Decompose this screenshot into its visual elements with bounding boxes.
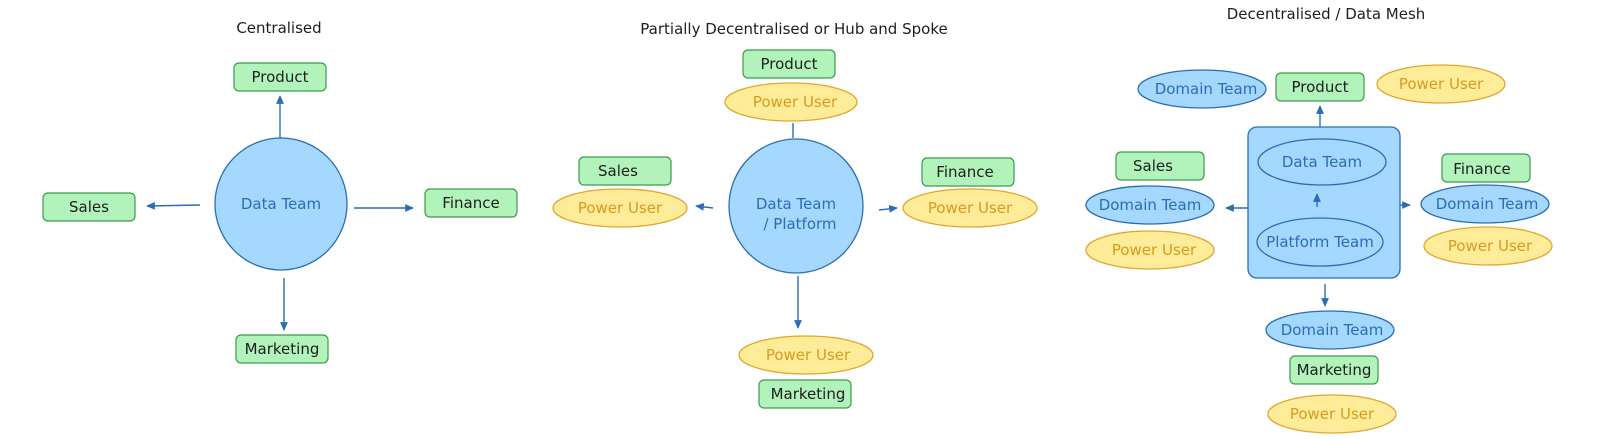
domain-team-sales[interactable]: Domain Team xyxy=(1085,185,1215,225)
power-user-finance[interactable]: Power User xyxy=(1423,226,1553,266)
center-node-data-team-platform[interactable]: Data Team / Platform xyxy=(728,138,864,274)
node-label: Power User xyxy=(928,199,1013,217)
node-label-line-2: / Platform xyxy=(763,215,836,233)
node-label: Finance xyxy=(936,163,993,181)
department-finance[interactable]: Finance xyxy=(1441,153,1531,183)
domain-team-finance[interactable]: Domain Team xyxy=(1420,184,1550,224)
node-label: Power User xyxy=(1290,405,1375,423)
node-label: Data Team xyxy=(1282,153,1362,171)
node-label: Data Team xyxy=(241,195,321,213)
diagram-centralised: Centralised Data Team Product Sales Fina… xyxy=(42,19,518,364)
node-label: Domain Team xyxy=(1436,195,1539,213)
node-label: Marketing xyxy=(1297,361,1372,379)
node-label: Sales xyxy=(598,162,638,180)
center-node-data-team[interactable]: Data Team xyxy=(214,137,348,271)
power-user-marketing[interactable]: Power User xyxy=(738,335,874,375)
department-product[interactable]: Product xyxy=(233,62,327,92)
diagram-data-mesh: Decentralised / Data Mesh Data Team Plat… xyxy=(1085,5,1553,434)
node-label: Domain Team xyxy=(1281,321,1384,339)
power-user-marketing[interactable]: Power User xyxy=(1267,394,1397,434)
power-user-product[interactable]: Power User xyxy=(724,82,858,122)
department-sales[interactable]: Sales xyxy=(1115,151,1205,181)
inner-node-platform-team[interactable]: Platform Team xyxy=(1256,217,1384,267)
node-label: Power User xyxy=(1112,241,1197,259)
diagram-title: Partially Decentralised or Hub and Spoke xyxy=(640,20,947,38)
node-label: Domain Team xyxy=(1155,80,1258,98)
arrow-to-finance xyxy=(878,204,898,213)
node-label: Power User xyxy=(766,346,851,364)
power-user-finance[interactable]: Power User xyxy=(902,188,1038,228)
diagram-hub-and-spoke: Partially Decentralised or Hub and Spoke… xyxy=(552,20,1038,409)
department-sales[interactable]: Sales xyxy=(42,192,136,222)
node-label: Sales xyxy=(69,198,109,216)
department-finance[interactable]: Finance xyxy=(921,157,1015,187)
node-label: Marketing xyxy=(245,340,320,358)
node-label: Product xyxy=(1292,78,1349,96)
node-label: Finance xyxy=(1453,160,1510,178)
node-label: Power User xyxy=(1399,75,1484,93)
power-user-sales[interactable]: Power User xyxy=(552,188,688,228)
node-label: Marketing xyxy=(771,385,846,403)
department-marketing[interactable]: Marketing xyxy=(758,379,852,409)
department-product[interactable]: Product xyxy=(1275,72,1365,102)
node-label-line-1: Data Team xyxy=(756,195,836,213)
arrow-to-sales xyxy=(695,203,714,211)
diagram-title: Centralised xyxy=(236,19,321,37)
node-label: Power User xyxy=(1448,237,1533,255)
node-label: Platform Team xyxy=(1266,233,1374,251)
department-marketing[interactable]: Marketing xyxy=(1289,355,1379,385)
department-sales[interactable]: Sales xyxy=(578,156,672,186)
power-user-product[interactable]: Power User xyxy=(1376,64,1506,104)
node-label: Sales xyxy=(1133,157,1173,175)
arrow-to-sales xyxy=(146,201,201,210)
domain-team-product[interactable]: Domain Team xyxy=(1137,69,1267,109)
node-label: Domain Team xyxy=(1099,196,1202,214)
diagram-title: Decentralised / Data Mesh xyxy=(1227,5,1426,23)
node-label: Product xyxy=(252,68,309,86)
domain-team-marketing[interactable]: Domain Team xyxy=(1265,310,1395,350)
department-product[interactable]: Product xyxy=(742,49,836,79)
power-user-sales[interactable]: Power User xyxy=(1085,230,1215,270)
department-finance[interactable]: Finance xyxy=(424,188,518,218)
department-marketing[interactable]: Marketing xyxy=(235,334,329,364)
node-label: Product xyxy=(761,55,818,73)
node-label: Finance xyxy=(442,194,499,212)
inner-node-data-team[interactable]: Data Team xyxy=(1257,138,1387,186)
node-label: Power User xyxy=(578,199,663,217)
node-label: Power User xyxy=(753,93,838,111)
